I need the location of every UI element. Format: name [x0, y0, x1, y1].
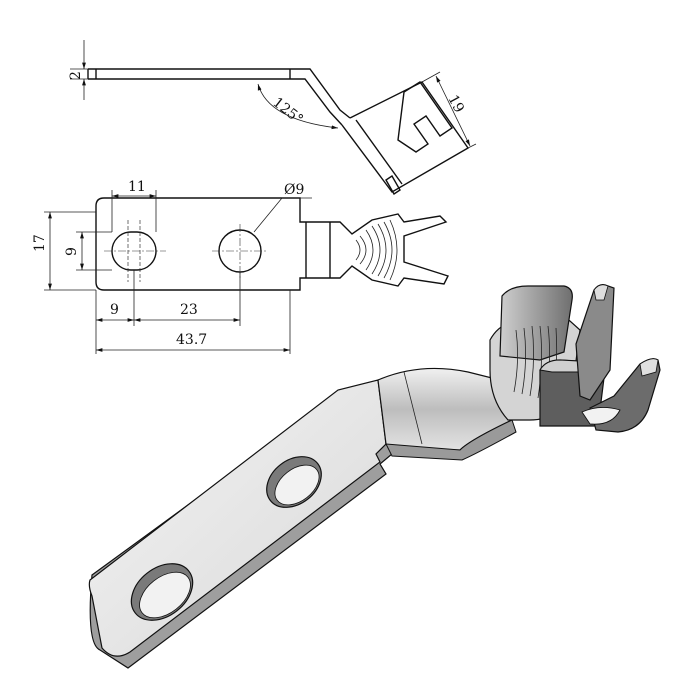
thickness-dim: 2 [68, 71, 84, 80]
barrel-serrations [355, 219, 398, 281]
hole-dia-dim: Ø9 [284, 182, 304, 198]
iso-back-wing [499, 285, 573, 361]
overall-height-dim: 17 [32, 234, 48, 252]
bend-angle-dim: 125° [270, 95, 306, 128]
hole-height-dim: 9 [64, 247, 80, 256]
hole-to-hole-dim: 23 [180, 302, 198, 318]
edge-to-hole-dim: 9 [110, 302, 119, 318]
isometric-view [88, 284, 661, 669]
side-height-dim: 19 [444, 92, 466, 115]
top-view: 11 Ø9 17 9 9 23 43.7 [32, 179, 449, 354]
iso-right-fork-tall [575, 284, 615, 401]
side-view: 2 125° 19 [68, 40, 477, 195]
overall-length-dim: 43.7 [176, 332, 207, 348]
hole-spacing-dim: 11 [128, 179, 146, 195]
